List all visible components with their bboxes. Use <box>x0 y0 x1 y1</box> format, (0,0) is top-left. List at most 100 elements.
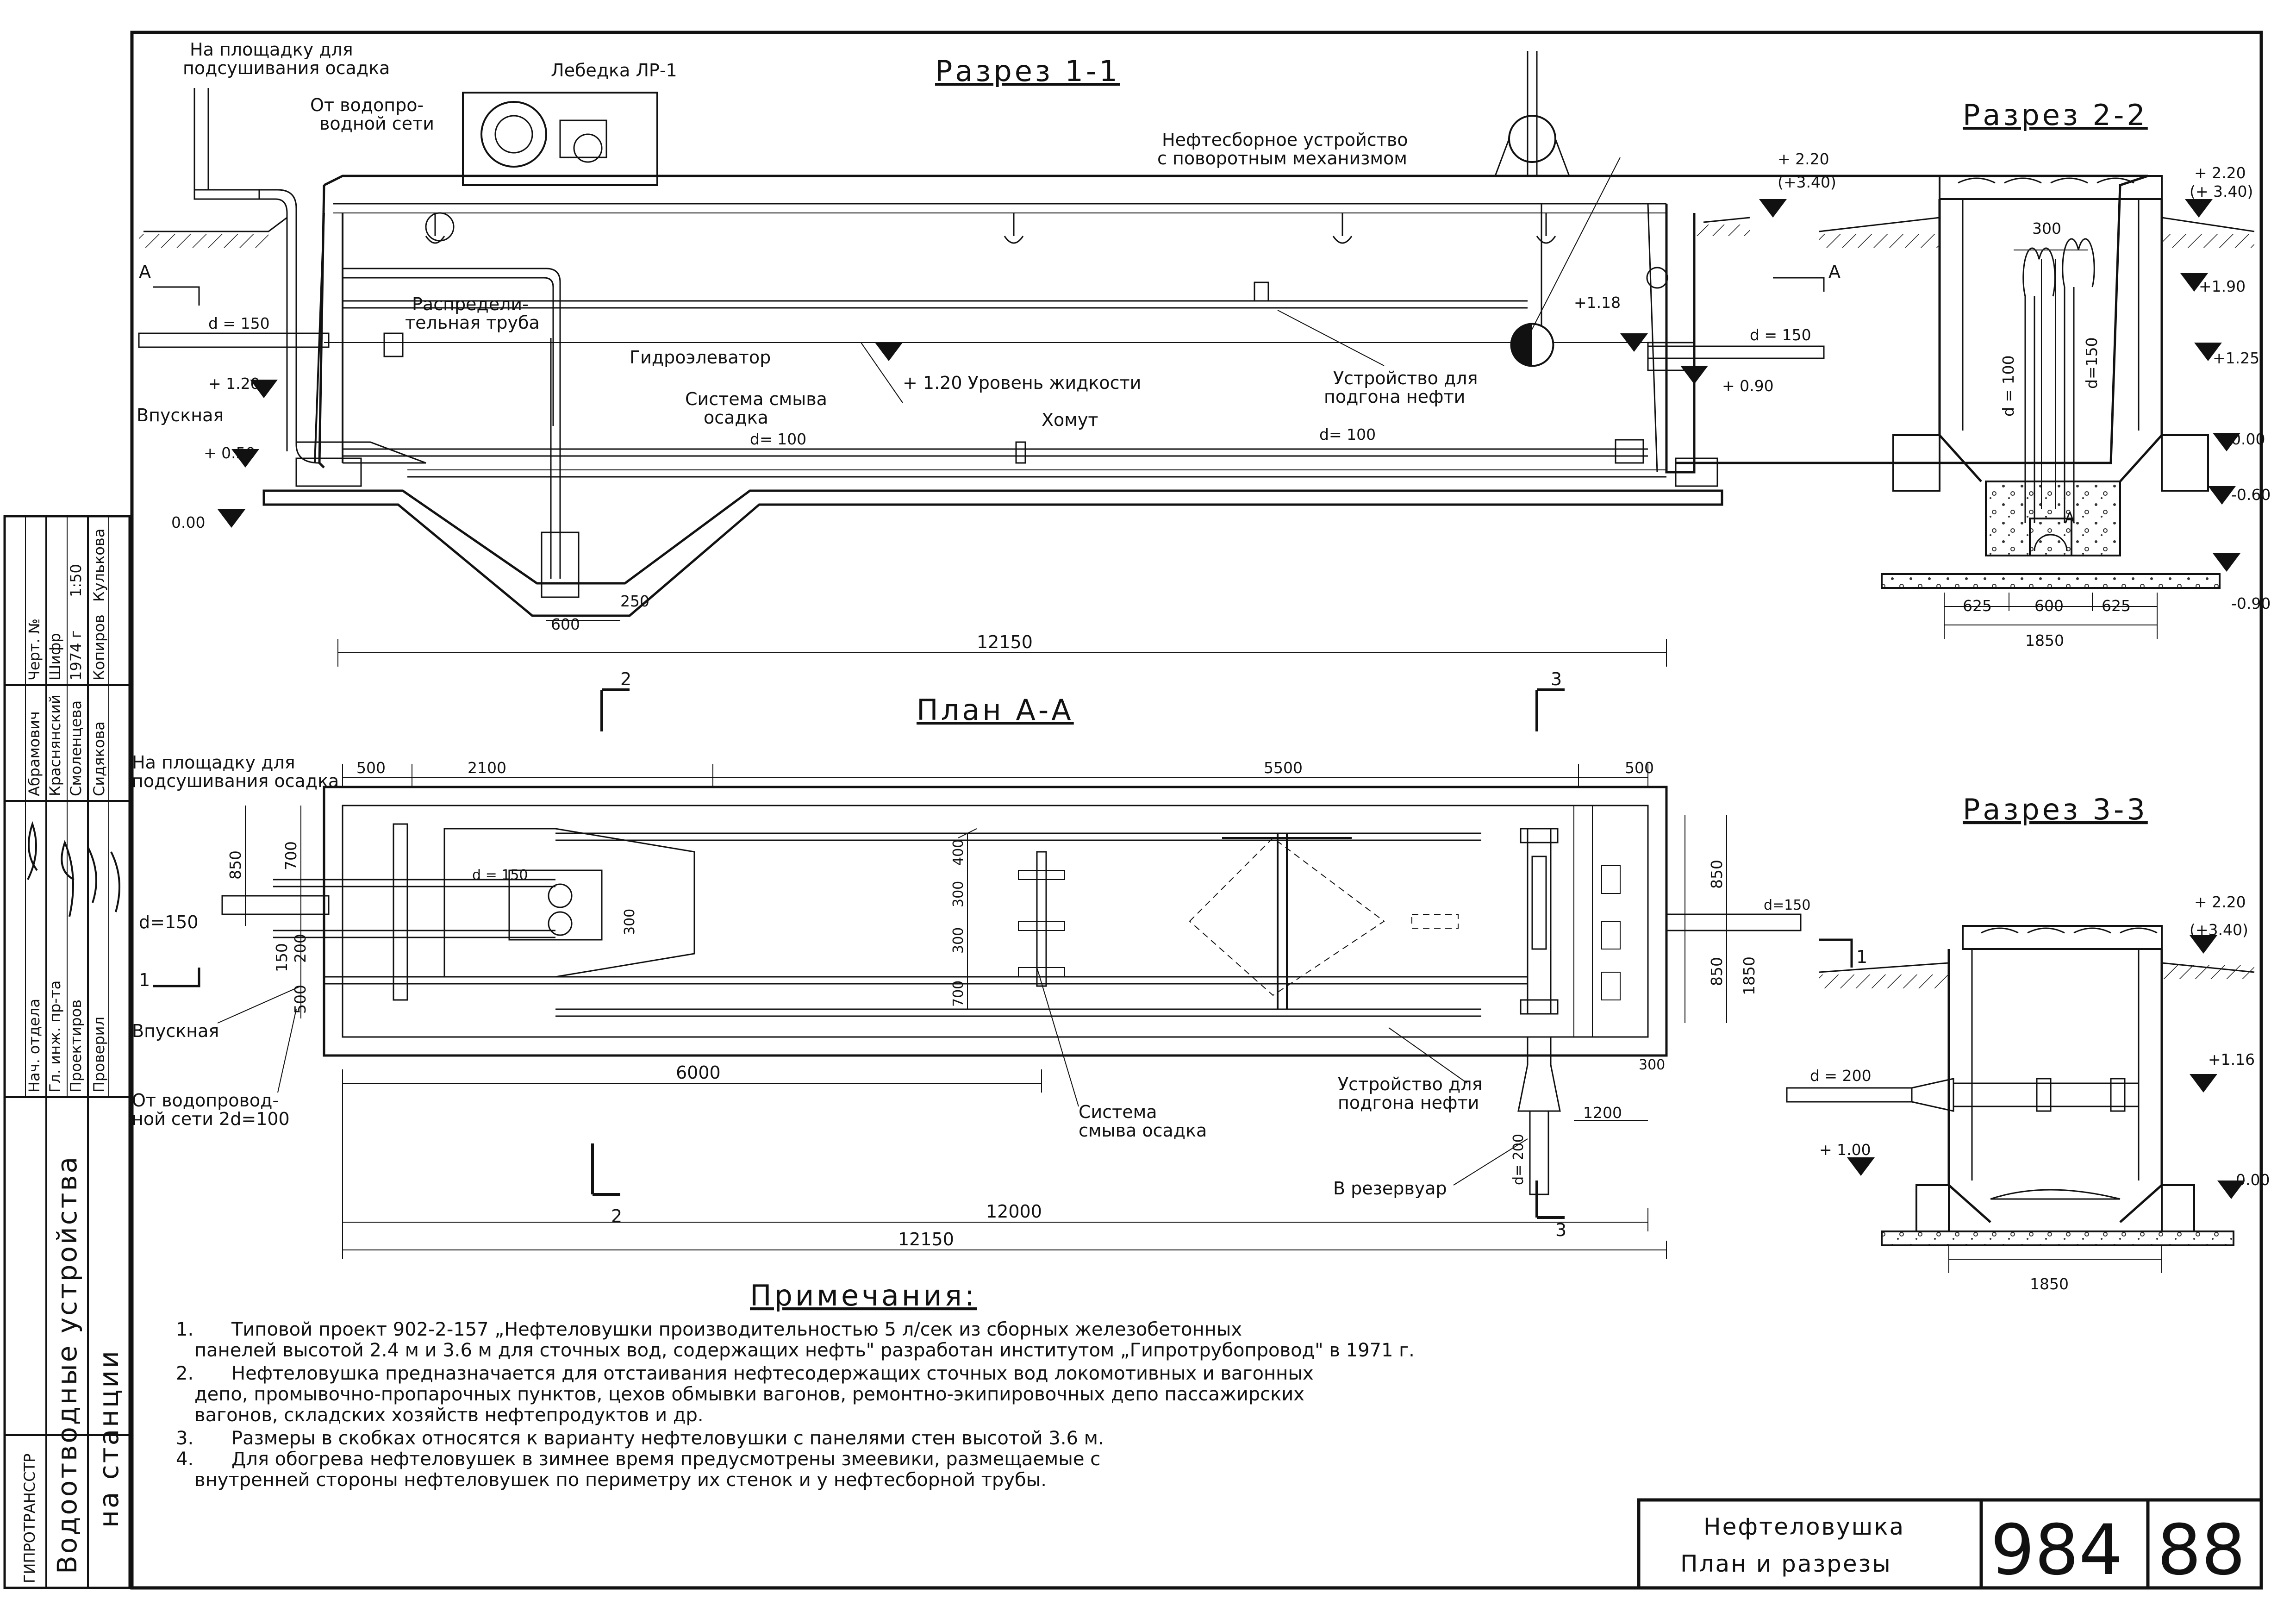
sec3-elev-220: + 2.20 <box>2194 893 2246 911</box>
title-block-sheet: 88 <box>2157 1510 2246 1591</box>
cut-3-top: 3 <box>1551 669 1562 689</box>
plan-dim-850b: 850 <box>1708 860 1726 889</box>
note-text-4: Для обогрева нефтеловушек в зимнее время… <box>231 1449 1100 1470</box>
stamp-name-1: Абрамович <box>25 711 43 796</box>
label-inlet: Впускная <box>137 405 224 425</box>
dim-d100-b: d= 100 <box>1319 425 1376 443</box>
sec2-elev-340: (+ 3.40) <box>2190 182 2253 200</box>
plan-label-water-supply-2: ной сети 2d=100 <box>132 1109 290 1129</box>
sec3-elevation-markers <box>1847 935 2245 1199</box>
plan-label-oil-drive-1: Устройство для <box>1338 1074 1482 1094</box>
note-text-1b: панелей высотой 2.4 м и 3.6 м для сточны… <box>194 1340 1415 1361</box>
sec2-dim-600: 600 <box>2034 597 2064 615</box>
title-block-number: 984 <box>1990 1510 2123 1591</box>
label-distribution-pipe-1: Распредели- <box>412 294 529 314</box>
elev-120: + 1.20 <box>208 375 260 393</box>
section-2-title: Разрез 2-2 <box>1963 98 2148 132</box>
signature-marks <box>27 821 120 917</box>
dim-length-12150-top: 12150 <box>977 632 1033 652</box>
sec2-elev-060: -0.60 <box>2231 486 2271 504</box>
sec2-dim-d150: d=150 <box>2083 337 2101 389</box>
label-oil-collector-1: Нефтесборное устройство <box>1162 130 1408 150</box>
dim-w250: 250 <box>620 592 649 610</box>
label-water-supply-2: водной сети <box>319 113 434 134</box>
stamp-copier: Кулькова <box>90 529 108 602</box>
stamp-code-3: 1974 г <box>67 631 85 681</box>
dim-d150-left: d = 150 <box>208 314 270 332</box>
sec2-mark-a: А <box>2065 509 2075 527</box>
marker-a-right: А <box>1828 262 1841 282</box>
note-text-2c: вагонов, складских хозяйств нефтепродукт… <box>194 1405 704 1426</box>
label-liquid-level: + 1.20 Уровень жидкости <box>903 373 1141 393</box>
plan-dim-300-right: 300 <box>1639 1057 1665 1073</box>
plan-dim-500b: 500 <box>1625 759 1654 777</box>
stamp-role-3: Проектиров <box>67 999 85 1093</box>
sec3-dim-d200: d = 200 <box>1810 1067 1872 1085</box>
sec2-dim-625b: 625 <box>2102 597 2131 615</box>
section-3-title: Разрез 3-3 <box>1963 793 2148 826</box>
sec3-elev-100: + 1.00 <box>1819 1141 1871 1159</box>
stamp-org: ГИПРОТРАНССТР <box>21 1454 38 1583</box>
notes-list: 1. Типовой проект 902-2-157 „Нефтеловушк… <box>176 1319 1415 1491</box>
plan-dim-v400: 400 <box>950 839 967 866</box>
label-hydroelevator: Гидроэлеватор <box>630 347 771 368</box>
sec2-dim-625a: 625 <box>1963 597 1992 615</box>
label-flush-system-1: Система смыва <box>685 389 827 409</box>
side-stamp: Нач. отдела Гл. инж. пр-та Проектиров Пр… <box>3 515 131 1589</box>
stamp-code-2: Шифр <box>46 633 64 681</box>
plan-label-flush-2: смыва осадка <box>1079 1120 1207 1141</box>
label-oil-drive-2: подгона нефти <box>1324 387 1465 407</box>
sec2-dim-300: 300 <box>2032 219 2061 237</box>
label-water-supply-1: От водопро- <box>310 95 424 115</box>
plan-dim-d200: d= 200 <box>1510 1134 1527 1185</box>
note-text-2b: депо, промывочно-пропарочных пунктов, це… <box>194 1384 1304 1405</box>
label-flush-system-2: осадка <box>704 407 768 428</box>
label-oil-collector-2: с поворотным механизмом <box>1157 148 1407 169</box>
plan-dim-2100: 2100 <box>468 759 506 777</box>
stamp-code-4: Копиров <box>90 614 108 681</box>
note-num-2: 2. <box>176 1363 193 1384</box>
elev-090: + 0.90 <box>1722 377 1774 395</box>
sec2-elevation-markers <box>2180 199 2240 572</box>
plan-dim-1200: 1200 <box>1583 1104 1622 1122</box>
elev-340: (+3.40) <box>1778 173 1836 191</box>
cut-2-top: 2 <box>620 669 631 689</box>
cut-2-bottom: 2 <box>611 1206 622 1226</box>
section-1-title: Разрез 1-1 <box>935 54 1120 88</box>
plan-dim-12150: 12150 <box>898 1229 954 1249</box>
plan-dim-v300b: 300 <box>950 927 967 954</box>
elev-118: +1.18 <box>1574 294 1621 312</box>
plan-dim-850c: 850 <box>1708 957 1726 986</box>
dim-d150-right: d = 150 <box>1750 326 1811 344</box>
sec2-elev-220: + 2.20 <box>2194 164 2246 182</box>
elev-000: 0.00 <box>171 513 205 531</box>
section-3-3 <box>1786 925 2255 1273</box>
plan-label-oil-drive-2: подгона нефти <box>1338 1093 1479 1113</box>
label-oil-drive-1: Устройство для <box>1333 368 1478 388</box>
sheet-frame <box>130 31 2263 1590</box>
note-text-4b: внутренней стороны нефтеловушек по перим… <box>194 1469 1047 1491</box>
plan-dim-150: 150 <box>273 943 291 972</box>
sec2-dim-d100: d = 100 <box>1999 355 2017 417</box>
plan-dim-500c: 500 <box>291 985 309 1014</box>
sec2-elev-000: 0.00 <box>2231 430 2265 448</box>
dim-d100-a: d= 100 <box>750 430 806 448</box>
sec2-elev-090: -0.90 <box>2231 594 2271 612</box>
notes-title: Примечания: <box>750 1279 977 1312</box>
cut-1-right: 1 <box>1856 947 1867 967</box>
plan-dim-300-hopper: 300 <box>622 909 638 935</box>
elev-220: + 2.20 <box>1778 150 1829 168</box>
note-num-3: 3. <box>176 1428 193 1449</box>
stamp-code-1: Черт. № <box>25 618 43 681</box>
stamp-scale: 1:50 <box>67 564 85 597</box>
sec3-elev-000: 0.00 <box>2236 1171 2270 1189</box>
label-distribution-pipe-2: тельная труба <box>405 312 540 333</box>
note-num-4: 4. <box>176 1449 193 1470</box>
plan-dim-6000: 6000 <box>676 1062 721 1083</box>
plan-dim-v700: 700 <box>950 981 967 1007</box>
sec2-elev-125: +1.25 <box>2213 349 2259 367</box>
label-platform-2: подсушивания осадка <box>183 58 390 78</box>
stamp-name-2: Краснянский <box>46 694 64 796</box>
stamp-role-2: Гл. инж. пр-та <box>46 981 64 1093</box>
